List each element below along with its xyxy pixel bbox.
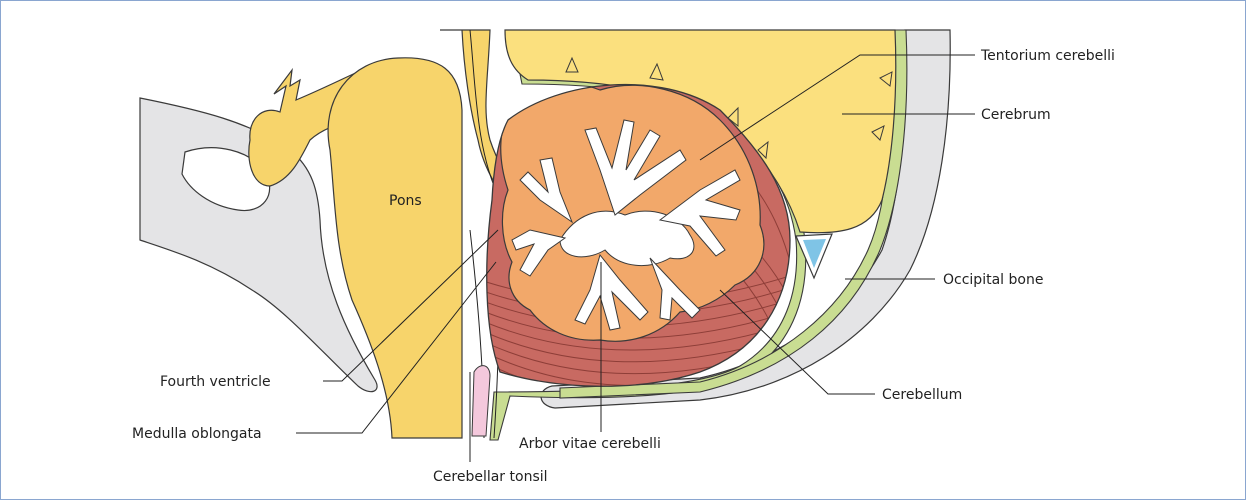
label-medulla-oblongata: Medulla oblongata [132,426,262,442]
cerebellar-tonsil-shape [472,366,490,436]
label-cerebellum: Cerebellum [882,387,962,403]
label-arbor-vitae-cerebelli: Arbor vitae cerebelli [519,436,661,452]
label-cerebrum: Cerebrum [981,107,1051,123]
label-occipital-bone: Occipital bone [943,272,1043,288]
label-tentorium-cerebelli: Tentorium cerebelli [980,48,1115,64]
label-pons: Pons [389,193,422,209]
label-fourth-ventricle: Fourth ventricle [160,374,271,390]
pons-medulla-shape [328,58,462,438]
label-cerebellar-tonsil: Cerebellar tonsil [433,469,548,485]
